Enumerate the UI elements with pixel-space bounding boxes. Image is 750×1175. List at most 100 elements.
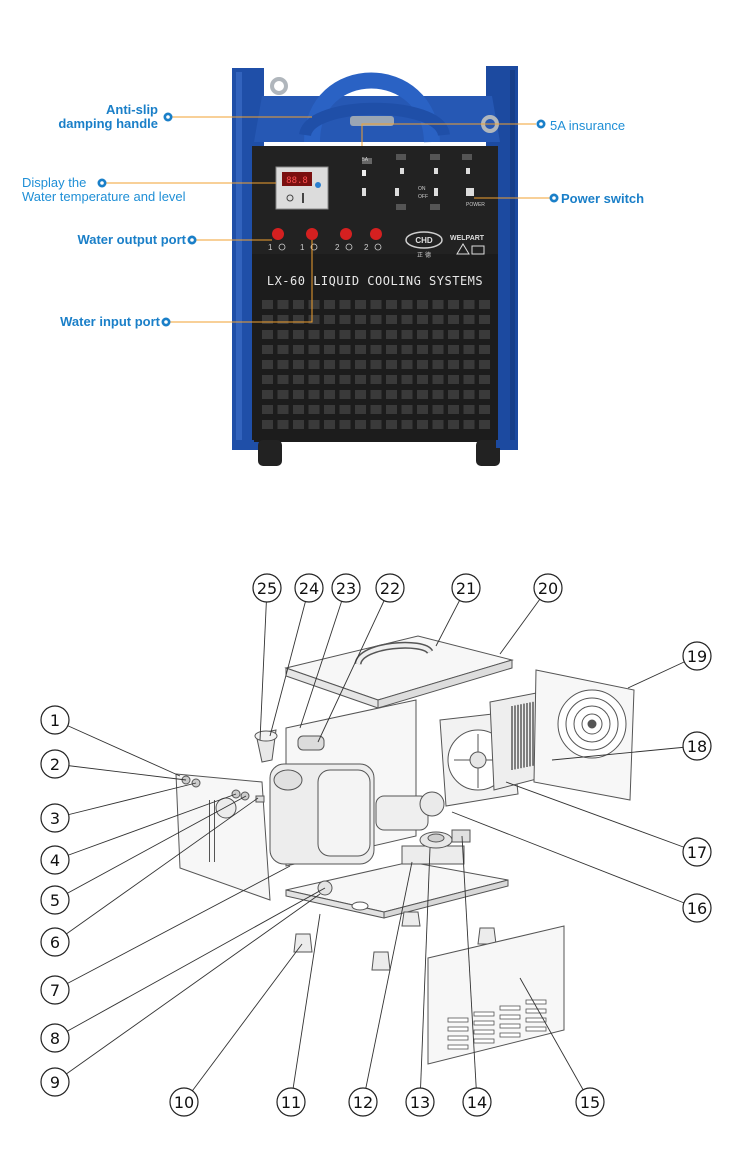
grille-slot — [308, 375, 320, 384]
grille-slot — [463, 390, 475, 399]
balloon-circle — [682, 893, 712, 923]
callout-insurance: 5A insurance — [550, 118, 626, 133]
grille-slot — [308, 390, 320, 399]
grille-slot — [339, 300, 351, 309]
callout-handle-line1: Anti-slip — [106, 102, 158, 117]
grille-slot — [448, 405, 459, 414]
grille-slot — [262, 375, 273, 384]
part-number-label: 12 — [353, 1093, 373, 1112]
grille-slot — [448, 420, 459, 429]
svg-text:正 德: 正 德 — [417, 251, 431, 259]
connector-22 — [297, 735, 325, 751]
grille-slot — [386, 330, 397, 339]
grille-slot — [417, 390, 428, 399]
grille-slot — [308, 300, 320, 309]
grille-slot — [432, 360, 444, 369]
balloon-circle — [294, 573, 324, 603]
louver-slot — [499, 1014, 521, 1020]
grille-slot — [479, 300, 490, 309]
balloon-circle — [405, 1087, 435, 1117]
part-number-balloon: 3 — [40, 803, 70, 833]
part-number-balloon: 1 — [40, 705, 70, 735]
balloon-circle — [40, 803, 70, 833]
part-number-label: 18 — [687, 737, 707, 756]
part-number-label: 13 — [410, 1093, 430, 1112]
louver-slot — [473, 1029, 495, 1035]
brand-logo: CHD 正 德 — [405, 231, 443, 259]
part-leader-line — [183, 943, 303, 1103]
foot — [477, 927, 497, 945]
balloon-circle — [682, 641, 712, 671]
part-leader-line — [317, 587, 391, 743]
callout-handle-line2: damping handle — [58, 116, 158, 131]
grille-slot — [401, 360, 413, 369]
part-number-label: 4 — [50, 851, 60, 870]
port-label: 1 — [300, 243, 305, 252]
grille-slot — [293, 330, 304, 339]
grille-slot — [355, 345, 366, 354]
part-number-balloon: 19 — [682, 641, 712, 671]
leader-line — [361, 123, 536, 146]
grille-slot — [448, 390, 459, 399]
callout-handle: Anti-slip damping handle — [40, 103, 158, 131]
grille-slot — [370, 330, 382, 339]
grille-slot — [262, 345, 273, 354]
switch-on-label: ON — [418, 186, 426, 192]
grille-slot — [479, 315, 490, 324]
grille-slot — [277, 360, 289, 369]
grille-slot — [370, 345, 382, 354]
grille-slot — [293, 345, 304, 354]
part-number-balloon: 14 — [462, 1087, 492, 1117]
callout-display: Display the Water temperature and level — [22, 176, 186, 204]
grille-slot — [401, 375, 413, 384]
grille-slot — [417, 345, 428, 354]
balloon-circle — [40, 1067, 70, 1097]
louver-slot — [473, 1020, 495, 1026]
balloon-circle — [169, 1087, 199, 1117]
grille-slot — [448, 360, 459, 369]
part-leader-line — [54, 719, 181, 777]
grille-slot — [463, 300, 475, 309]
grille-slot — [479, 330, 490, 339]
grille-slot — [463, 360, 475, 369]
louver-slot — [447, 1026, 469, 1032]
part-leader-line — [54, 793, 237, 861]
grille-slot — [324, 405, 335, 414]
water-port — [370, 228, 382, 240]
part-leader-line — [54, 763, 187, 781]
grille-slot — [339, 420, 351, 429]
grille-slot — [262, 420, 273, 429]
grille-slot — [370, 420, 382, 429]
grille-slot — [324, 315, 335, 324]
exploded-view — [175, 635, 635, 1065]
part-number-label: 17 — [687, 843, 707, 862]
grille-slot — [308, 315, 320, 324]
part-number-balloon: 25 — [252, 573, 282, 603]
part-leader-line — [54, 795, 247, 901]
balloon-circle — [375, 573, 405, 603]
grille-slot — [324, 345, 335, 354]
balloon-circle — [40, 975, 70, 1005]
grille-slot — [293, 315, 304, 324]
manual-icon — [471, 245, 485, 255]
grille-slot — [262, 360, 273, 369]
front-plate — [175, 773, 271, 901]
svg-text:88.8: 88.8 — [286, 176, 308, 186]
callout-power: Power switch — [561, 191, 645, 206]
grille-slot — [339, 315, 351, 324]
callout-display-line2: Water temperature and level — [22, 189, 186, 204]
grille-slot — [339, 375, 351, 384]
grille-slot — [479, 360, 490, 369]
grille-slot — [463, 375, 475, 384]
grille-slot — [417, 420, 428, 429]
grille-slot — [370, 375, 382, 384]
part-number-label: 14 — [467, 1093, 487, 1112]
grille-slot — [293, 420, 304, 429]
port-label: 1 — [268, 243, 273, 252]
grille-slot — [463, 345, 475, 354]
part-leader-line — [461, 835, 478, 1103]
louver-slot — [499, 1023, 521, 1029]
part-number-label: 25 — [257, 579, 277, 598]
part-number-label: 6 — [50, 933, 60, 952]
